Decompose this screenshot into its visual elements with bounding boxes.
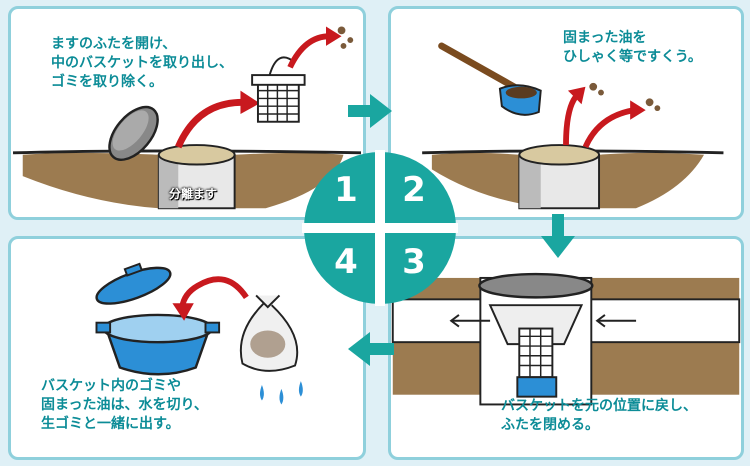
step-3-caption: バスケットを元の位置に戻し、 ふたを閉める。 (501, 398, 697, 433)
step-4-panel: バスケット内のゴミや 固まった油は、水を切り、 生ゴミと一緒に出す。 (8, 236, 366, 460)
lid-icon (108, 105, 159, 161)
step-2-panel: 固まった油を ひしゃく等ですくう。 (388, 6, 744, 220)
arrow-icon (541, 214, 575, 258)
arrow-icon (348, 332, 394, 366)
flow-arrow-left (449, 314, 637, 328)
step-number-1: 1 (334, 170, 358, 210)
step-1-caption: ますのふたを開け、 中のバスケットを取り出し、 ゴミを取り除く。 (51, 36, 233, 90)
basket-icon (518, 327, 554, 379)
step-2-illustration (422, 42, 724, 210)
lift-arrow (175, 98, 245, 149)
step-number-disk: 1 2 4 3 (302, 150, 458, 306)
step-3-panel: バスケットを元の位置に戻し、 ふたを閉める。 (388, 236, 744, 460)
arrow-icon (348, 94, 392, 128)
lid-icon (95, 262, 172, 305)
step-1-illustration (12, 26, 362, 217)
step-2-caption: 固まった油を ひしゃく等ですくう。 (563, 30, 702, 65)
step-4-illustration (95, 262, 303, 405)
step-4-caption: バスケット内のゴミや 固まった油は、水を切り、 生ゴミと一緒に出す。 (41, 378, 208, 432)
step-3-illustration (391, 272, 741, 406)
bucket-icon (95, 313, 221, 376)
step-number-3: 3 (402, 242, 426, 282)
pit-label: 分離ます (169, 187, 218, 201)
step-1-panel: ますのふたを開け、 中のバスケットを取り出し、 ゴミを取り除く。 分離ます (8, 6, 366, 220)
water-drop-icon (259, 381, 303, 405)
step-number-2: 2 (402, 170, 426, 210)
basket-icon (251, 56, 306, 123)
soil (234, 152, 344, 209)
step-number-4: 4 (334, 242, 358, 282)
soil (22, 152, 159, 209)
ladle-icon (438, 42, 542, 116)
trash-bag-icon (239, 294, 299, 372)
